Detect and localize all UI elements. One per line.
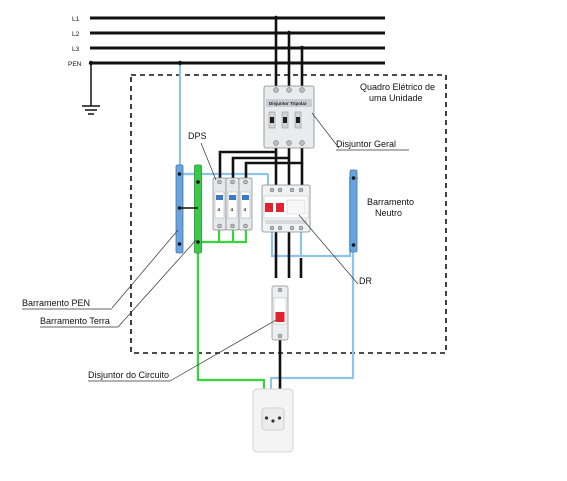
dps-module-3: 4	[238, 177, 253, 231]
dr-device	[261, 184, 311, 233]
earth-bar-label: Barramento Terra	[40, 316, 110, 326]
neutral-bus-bar	[349, 169, 358, 253]
main-breaker: Disjuntor Tripolar	[263, 85, 315, 149]
neutral-bar-label-line2: Neutro	[375, 208, 402, 218]
circuit-breaker-leader	[169, 319, 277, 382]
pen-label: PEN	[68, 61, 82, 68]
dps-module-1: 4	[212, 177, 227, 231]
l1-label: L1	[72, 16, 80, 23]
l1-junction	[273, 15, 279, 21]
dr-leader	[298, 214, 359, 285]
l3-junction	[299, 45, 305, 51]
l2-label: L2	[72, 31, 80, 38]
dps-3-rating: 4	[244, 207, 247, 212]
dps-label: DPS	[188, 131, 207, 141]
main-breaker-face-text: Disjuntor Tripolar	[269, 101, 307, 106]
panel-title-line1: Quadro Elétrico de	[360, 82, 435, 92]
earth-bar-leader	[117, 239, 197, 328]
dps-2-rating: 4	[231, 207, 234, 212]
wall-outlet-icon	[252, 388, 294, 453]
main-breaker-label: Disjuntor Geral	[336, 139, 396, 149]
circuit-breaker-label: Disjuntor do Circuito	[88, 370, 169, 380]
dps-module-2: 4	[225, 177, 240, 231]
pen-bus-bar	[175, 164, 184, 254]
neutral-bar-label-line1: Barramento	[367, 197, 414, 207]
panel-title-line2: uma Unidade	[369, 93, 423, 103]
main-breaker-leader	[311, 112, 340, 149]
pen-bar-leader	[111, 229, 179, 309]
ground-icon	[82, 63, 100, 115]
l2-junction	[286, 30, 292, 36]
annotations: DPS Disjuntor Geral Barramento Neutro DR…	[22, 112, 414, 382]
earth-wires	[196, 230, 266, 398]
earth-bus-bar	[194, 164, 202, 254]
l3-label: L3	[72, 46, 80, 53]
dps-leader	[200, 142, 217, 181]
circuit-breaker	[271, 285, 289, 341]
supply-lines: L1 L2 L3 PEN	[68, 16, 385, 68]
dps-1-rating: 4	[218, 207, 221, 212]
phase-wires	[218, 18, 304, 398]
pen-junction-top	[177, 60, 183, 66]
dr-label: DR	[359, 276, 372, 286]
pen-bar-label: Barramento PEN	[22, 298, 90, 308]
